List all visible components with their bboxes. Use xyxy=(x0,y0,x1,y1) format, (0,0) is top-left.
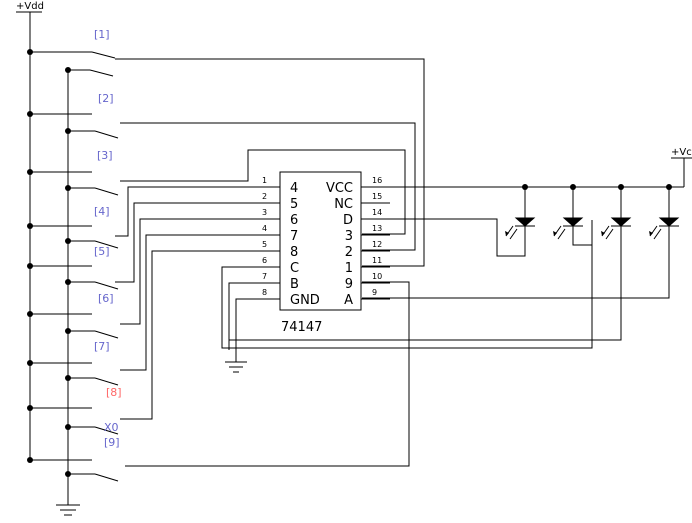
pin-number: 7 xyxy=(262,272,267,281)
ic-right-pin: 13 3 xyxy=(345,224,390,244)
pin-name: 5 xyxy=(290,197,298,212)
pin-number: 1 xyxy=(262,176,267,185)
vdd-rail-label: +Vdd xyxy=(16,1,44,12)
ground-symbol-ic xyxy=(225,350,247,373)
led-output-wiring xyxy=(229,218,670,341)
junction-dot xyxy=(27,263,33,269)
ground-symbol-left xyxy=(56,504,80,516)
pin-name: B xyxy=(290,277,299,292)
junction-dot xyxy=(65,424,71,430)
switch-6: [6] xyxy=(27,292,119,339)
pin-number: 15 xyxy=(372,192,382,201)
switch-label: [6] xyxy=(98,292,114,305)
switch-7: [7] xyxy=(27,340,119,386)
x0-label: X0 xyxy=(104,421,119,434)
ic-gnd-wiring xyxy=(221,220,593,350)
pin-number: 12 xyxy=(372,240,382,249)
pin-name: VCC xyxy=(326,181,353,196)
ic-left-pin: 14 xyxy=(252,176,298,196)
ic-right-pin: 12 2 xyxy=(345,240,390,260)
junction-dot xyxy=(666,184,672,190)
junction-dot xyxy=(618,184,624,190)
pin-number: 2 xyxy=(262,192,267,201)
ic-pins: 14253647586C7B8GND16VCC15NC14D1331221111… xyxy=(252,176,390,308)
led xyxy=(649,187,680,240)
junction-dot xyxy=(65,238,71,244)
junction-dot xyxy=(27,169,33,175)
pin-number: 6 xyxy=(262,256,267,265)
switch-5: [5] xyxy=(27,245,119,290)
switch-label: [3] xyxy=(97,149,113,162)
junction-dot xyxy=(27,111,33,117)
junction-dot xyxy=(65,328,71,334)
pin-name: 7 xyxy=(290,229,298,244)
switch-label: [5] xyxy=(94,245,110,258)
pin-name: 6 xyxy=(290,213,298,228)
led xyxy=(505,187,536,240)
pin-number: 16 xyxy=(372,176,382,185)
pin-number: 14 xyxy=(372,208,382,217)
switch-label: [2] xyxy=(98,92,114,105)
pin-number: 3 xyxy=(262,208,267,217)
junction-dot xyxy=(65,471,71,477)
switch-label: [8] xyxy=(106,386,122,399)
pin-name: A xyxy=(344,293,353,308)
junction-dot xyxy=(27,360,33,366)
junction-dot xyxy=(522,184,528,190)
switch-label: [9] xyxy=(104,436,120,449)
junction-dot xyxy=(27,457,33,463)
led xyxy=(601,187,632,240)
switch-group: [1] [2] [3] [4] [5] [6] [7] [8] [9] xyxy=(27,28,122,482)
junction-dot xyxy=(27,223,33,229)
led xyxy=(553,187,584,240)
pin-name: GND xyxy=(290,293,320,308)
pin-number: 9 xyxy=(372,288,377,297)
switch-to-ic-wiring xyxy=(115,58,425,467)
pin-number: 10 xyxy=(372,272,382,281)
switch-label: [1] xyxy=(94,28,110,41)
pin-number: 5 xyxy=(262,240,267,249)
pin-name: 1 xyxy=(345,261,353,276)
switch-3: [3] xyxy=(27,149,119,196)
pin-name: NC xyxy=(334,197,353,212)
pin-number: 11 xyxy=(372,256,382,265)
switch-2: [2] xyxy=(27,92,119,139)
pin-number: 8 xyxy=(262,288,267,297)
junction-dot xyxy=(65,128,71,134)
ic-74147-body xyxy=(279,171,362,311)
pin-name: 3 xyxy=(345,229,353,244)
ic-right-pin: 9A xyxy=(344,288,390,308)
ic-right-pin: 10 9 xyxy=(345,272,390,292)
switch-9: [9] xyxy=(27,436,120,482)
switch-4: [4] xyxy=(27,205,119,249)
pin-name: 8 xyxy=(290,245,298,260)
vc-rail-label: +Vc xyxy=(671,147,692,158)
switch-8: [8] xyxy=(27,386,122,435)
switch-label: [7] xyxy=(94,340,110,353)
pin-number: 4 xyxy=(262,224,267,233)
pin-name: 9 xyxy=(345,277,353,292)
junction-dot xyxy=(65,279,71,285)
switch-label: [4] xyxy=(94,205,110,218)
junction-dot xyxy=(570,184,576,190)
led-group xyxy=(505,187,680,240)
pin-name: C xyxy=(290,261,299,276)
junction-dot xyxy=(65,67,71,73)
ic-part-number: 74147 xyxy=(281,320,322,335)
pin-name: 4 xyxy=(290,181,298,196)
ic-right-pin: 111 xyxy=(345,256,390,276)
pin-number: 13 xyxy=(372,224,382,233)
junction-dot xyxy=(27,311,33,317)
junction-dot xyxy=(65,185,71,191)
junction-dot xyxy=(65,375,71,381)
pin-name: D xyxy=(343,213,353,228)
pin-name: 2 xyxy=(345,245,353,260)
junction-dot xyxy=(27,405,33,411)
